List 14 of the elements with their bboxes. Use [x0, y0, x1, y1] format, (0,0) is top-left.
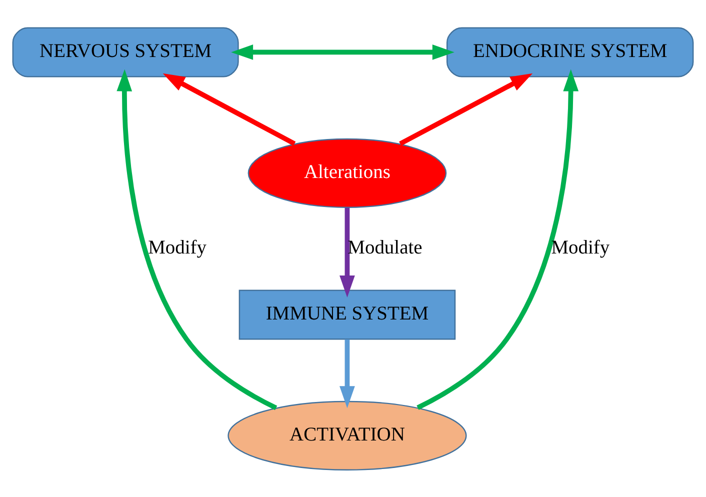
arrow [399, 72, 533, 146]
arrow [416, 68, 579, 410]
arrow [162, 72, 296, 146]
arrow [340, 338, 355, 408]
node-ellipse: Alterations [248, 138, 447, 208]
edge-label: Modify [551, 237, 610, 258]
edge-label: Modify [148, 237, 207, 258]
arrow [340, 207, 355, 297]
node-box: ENDOCRINE SYSTEM [446, 26, 694, 77]
arrow [116, 68, 278, 410]
node-box: NERVOUS SYSTEM [12, 26, 239, 77]
node-ellipse: ACTIVATION [228, 400, 467, 470]
arrow [231, 44, 454, 60]
node-box: IMMUNE SYSTEM [238, 289, 456, 340]
